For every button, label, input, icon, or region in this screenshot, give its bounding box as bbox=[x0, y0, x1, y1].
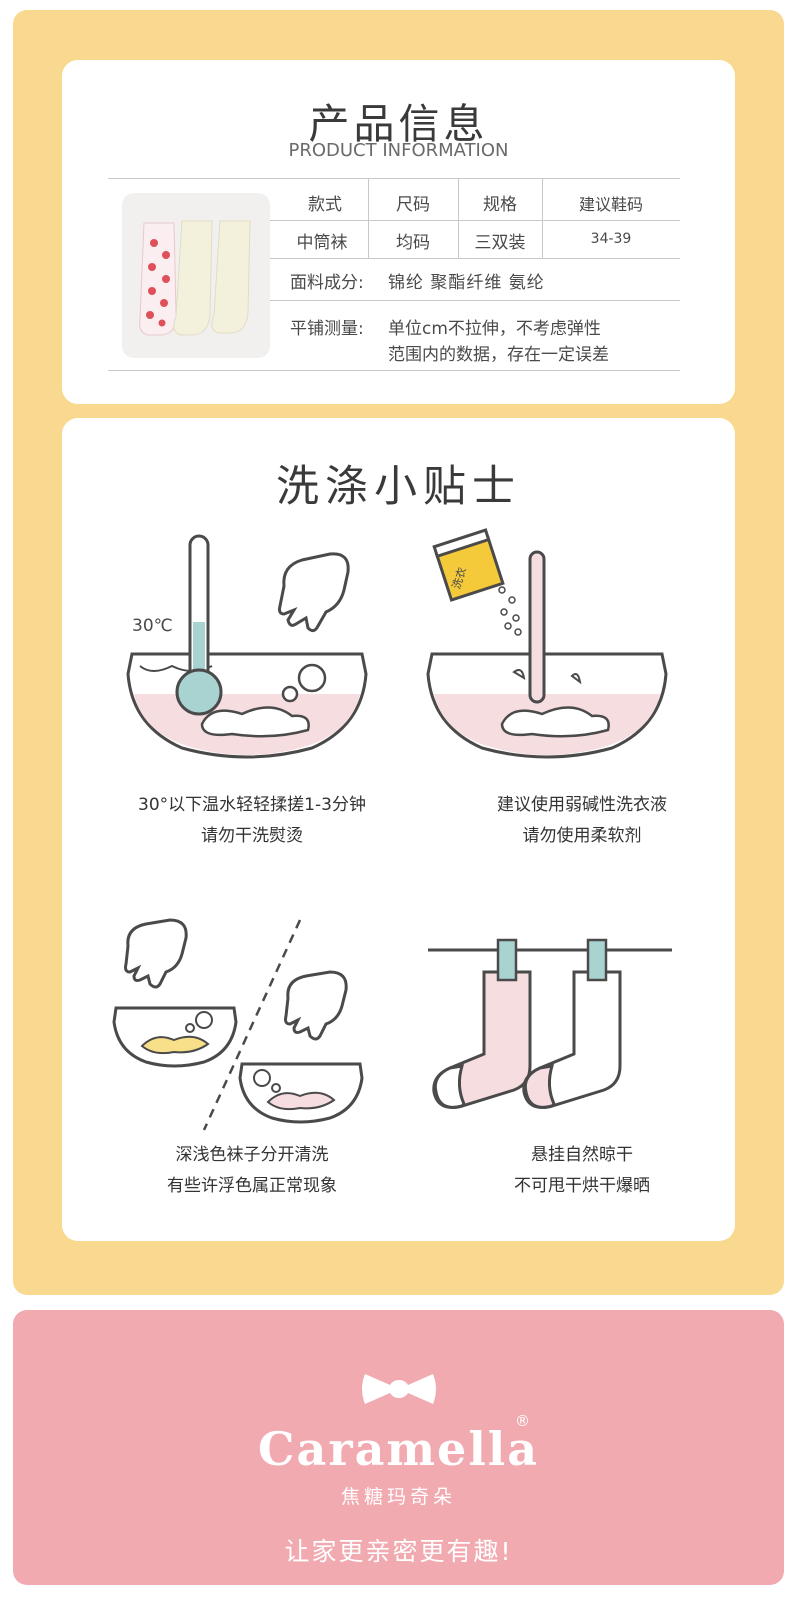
value-shoe-size: 34-39 bbox=[590, 231, 632, 247]
separate-colors-illustration bbox=[112, 918, 364, 1131]
value-size: 均码 bbox=[396, 233, 430, 253]
tip3-line2: 有些许浮色属正常现象 bbox=[167, 1176, 337, 1196]
product-info-card: 产品信息 PRODUCT INFORMATION 款式 尺码 bbox=[62, 60, 735, 404]
header-size: 尺码 bbox=[396, 195, 430, 215]
measure-label: 平铺测量: bbox=[290, 319, 364, 339]
brand-chinese-name: 焦糖玛奇朵 bbox=[340, 1486, 456, 1508]
product-info-title: 产品信息 bbox=[308, 100, 489, 148]
header-shoe-size: 建议鞋码 bbox=[578, 195, 643, 214]
warm-water-wash-illustration bbox=[126, 534, 368, 759]
socks-illustration bbox=[139, 220, 251, 336]
material-label: 面料成分: bbox=[290, 273, 364, 293]
measure-line-2: 范围内的数据，存在一定误差 bbox=[388, 345, 609, 365]
brand-footer-panel: Caramella ® 焦糖玛奇朵 让家更亲密更有趣! bbox=[13, 1310, 784, 1585]
socks-product-photo bbox=[122, 193, 270, 358]
brand-slogan: 让家更亲密更有趣! bbox=[284, 1537, 513, 1566]
yellow-background-panel: 产品信息 PRODUCT INFORMATION 款式 尺码 bbox=[13, 10, 784, 1295]
tip3-line1: 深浅色袜子分开清洗 bbox=[175, 1145, 329, 1165]
value-spec: 三双装 bbox=[474, 233, 526, 253]
brand-name: Caramella bbox=[257, 1422, 540, 1476]
tip2-line2: 请勿使用柔软剂 bbox=[522, 826, 642, 846]
tip1-line1: 30°以下温水轻轻揉搓1-3分钟 bbox=[138, 795, 366, 815]
detergent-wash-illustration bbox=[426, 528, 668, 759]
header-spec: 规格 bbox=[483, 195, 517, 215]
candy-bow-logo-icon bbox=[362, 1374, 436, 1404]
header-style: 款式 bbox=[308, 195, 342, 215]
wash-tips-card: 洗涤小贴士 30℃ bbox=[62, 418, 735, 1241]
hang-dry-illustration bbox=[428, 938, 672, 1109]
measure-line-1: 单位cm不拉伸，不考虑弹性 bbox=[388, 319, 601, 339]
tip4-line2: 不可甩干烘干爆晒 bbox=[514, 1176, 650, 1196]
tip4-line1: 悬挂自然晾干 bbox=[531, 1145, 633, 1165]
value-style: 中筒袜 bbox=[296, 233, 348, 253]
wash-tips-title: 洗涤小贴士 bbox=[276, 462, 521, 512]
material-value: 锦纶 聚酯纤维 氨纶 bbox=[388, 273, 545, 293]
registered-mark: ® bbox=[515, 1412, 530, 1430]
tip1-line2: 请勿干洗熨烫 bbox=[201, 826, 303, 846]
product-info-subtitle: PRODUCT INFORMATION bbox=[288, 140, 509, 161]
tip2-line1: 建议使用弱碱性洗衣液 bbox=[497, 795, 667, 815]
temperature-label: 30℃ bbox=[132, 616, 173, 636]
